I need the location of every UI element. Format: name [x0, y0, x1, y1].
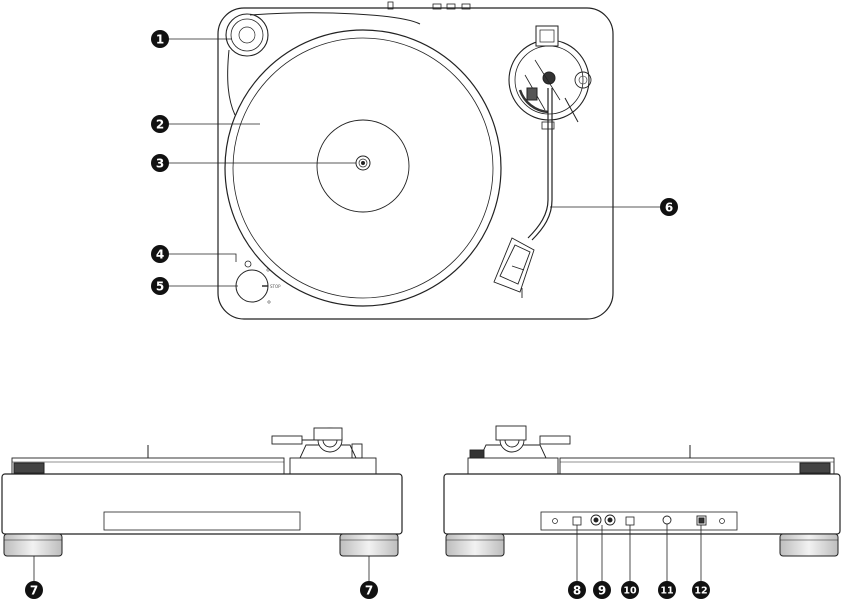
- callout-11: 11: [658, 581, 676, 599]
- top-view: STOP: [218, 2, 613, 319]
- rear-switch-8: [573, 517, 581, 525]
- callout-1-label: 1: [156, 33, 164, 47]
- rear-plinth: [444, 474, 840, 534]
- rear-tonearm: [468, 426, 570, 474]
- rear-foot-left: [446, 534, 504, 556]
- callout-6: 6: [660, 198, 678, 216]
- plinth-top-outline: [218, 8, 613, 319]
- callout-9: 9: [593, 581, 611, 599]
- motor-pulley: [226, 14, 268, 56]
- rear-platter-edge: [560, 458, 834, 474]
- rear-foot-right: [780, 534, 838, 556]
- callout-1: 1: [151, 30, 169, 48]
- rca-outputs: [591, 515, 615, 525]
- front-plinth: [2, 474, 402, 534]
- spindle: [356, 156, 370, 170]
- callout-2-label: 2: [156, 118, 164, 132]
- callout-7-left: 7: [25, 581, 43, 599]
- front-tonearm: [272, 428, 376, 474]
- callout-7-left-label: 7: [30, 584, 38, 598]
- callout-8-label: 8: [573, 584, 581, 598]
- callout-4-label: 4: [156, 248, 164, 262]
- drive-belt: [250, 13, 420, 24]
- knob-mark-text: STOP: [270, 284, 281, 289]
- callout-5: 5: [151, 277, 169, 295]
- callout-7-right: 7: [360, 581, 378, 599]
- callout-12: 12: [692, 581, 710, 599]
- callout-8: 8: [568, 581, 586, 599]
- callout-12-label: 12: [694, 586, 707, 597]
- front-view: [2, 428, 402, 556]
- speed-selector-knob: [236, 269, 270, 303]
- ground-terminal: [663, 516, 671, 524]
- tonearm-base: [509, 26, 591, 129]
- callout-10-label: 10: [623, 586, 637, 597]
- front-foot-left: [4, 534, 62, 556]
- callout-7-right-label: 7: [365, 584, 373, 598]
- record-label-area: [317, 120, 409, 212]
- front-platter-edge: [12, 458, 284, 474]
- callout-9-label: 9: [598, 584, 606, 598]
- callout-4: 4: [151, 245, 169, 263]
- callout-10: 10: [621, 581, 639, 599]
- headshell: [494, 238, 534, 298]
- platter: [225, 30, 501, 306]
- callout-6-label: 6: [665, 201, 673, 215]
- callout-5-label: 5: [156, 280, 164, 294]
- callout-2: 2: [151, 115, 169, 133]
- rear-switch-10: [626, 517, 634, 525]
- callout-3: 3: [151, 154, 169, 172]
- callout-11-label: 11: [660, 586, 673, 597]
- front-foot-right: [340, 534, 398, 556]
- rear-connector-panel: [541, 512, 737, 530]
- power-indicator: [245, 261, 251, 267]
- rear-view: [444, 426, 840, 556]
- callout-3-label: 3: [156, 157, 164, 171]
